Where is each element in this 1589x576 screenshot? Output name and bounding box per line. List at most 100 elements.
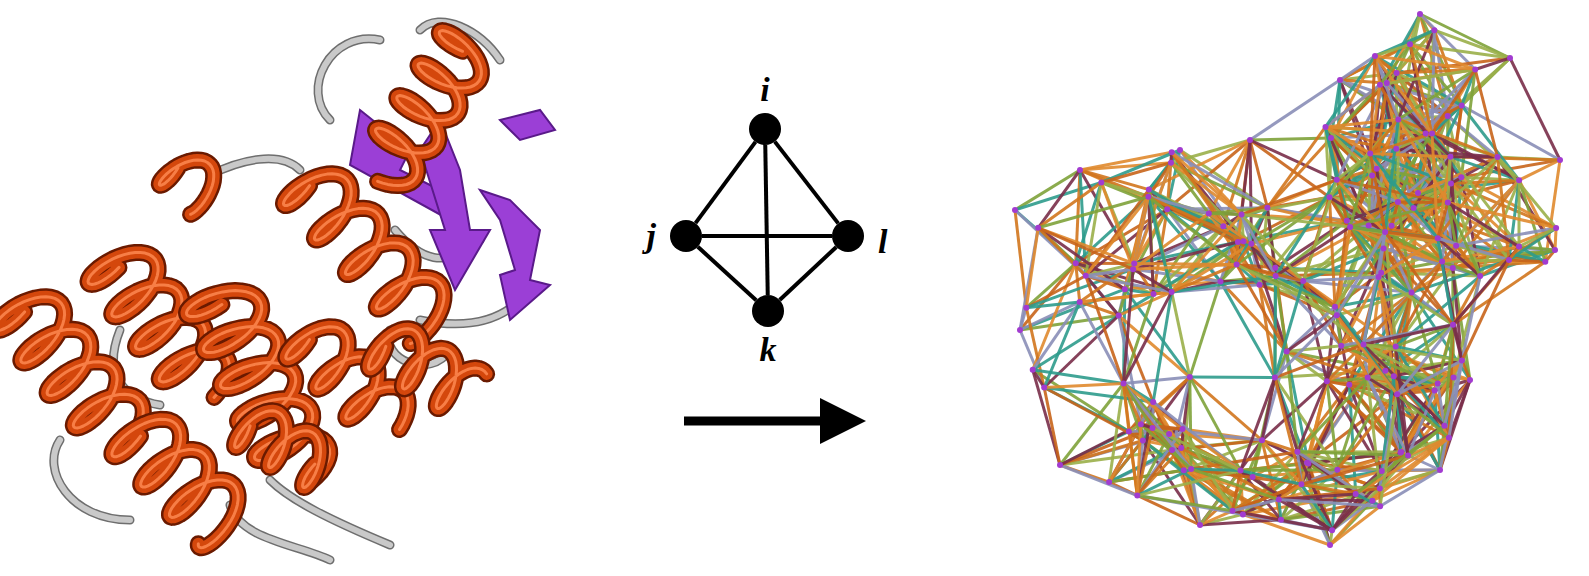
residue-vertex: [1329, 527, 1335, 533]
contact-edge: [1397, 361, 1462, 395]
contact-edge: [1432, 30, 1434, 133]
contact-edge: [1275, 345, 1364, 378]
residue-vertex: [1417, 11, 1423, 17]
residue-vertex: [1409, 290, 1415, 296]
arrow-head: [820, 398, 866, 444]
contact-edge: [1448, 203, 1519, 247]
residue-vertex: [1431, 27, 1437, 33]
residue-vertex: [1445, 200, 1451, 206]
contact-edge: [1190, 377, 1191, 469]
residue-vertex: [1257, 282, 1263, 288]
residue-vertex: [1122, 286, 1128, 292]
residue-vertex: [1327, 542, 1333, 548]
contact-edge: [1148, 197, 1171, 292]
residue-vertex: [1169, 289, 1175, 295]
residue-vertex: [1542, 259, 1548, 265]
edge-line: [775, 142, 838, 224]
contact-edge: [1448, 203, 1556, 228]
residue-vertex: [1187, 374, 1193, 380]
contact-edge: [1379, 238, 1438, 277]
residue-vertex: [1379, 468, 1385, 474]
beta-strand: [480, 190, 550, 320]
contact-edge: [1518, 180, 1521, 246]
residue-vertex: [1145, 194, 1151, 200]
residue-vertex: [1367, 150, 1373, 156]
residue-vertex: [1077, 299, 1083, 305]
helix-shine: [0, 297, 143, 442]
helix-outline: [235, 411, 321, 488]
vertex-label: k: [760, 333, 777, 367]
contact-edge: [1237, 244, 1252, 265]
residue-vertex: [1450, 265, 1456, 271]
contact-edge: [1153, 428, 1241, 471]
contact-edge: [1453, 325, 1462, 361]
residue-vertex: [1516, 244, 1522, 250]
vertex-label: i: [760, 73, 769, 107]
residue-vertex: [1305, 461, 1311, 467]
tetra-edge: [775, 142, 838, 224]
contact-edge: [1279, 500, 1281, 520]
residue-vertex: [1382, 229, 1388, 235]
residue-vertex: [1405, 453, 1411, 459]
contact-edge: [1370, 134, 1432, 154]
tetra-edge: [702, 236, 832, 237]
contact-edge: [1356, 438, 1449, 494]
contact-edge: [1044, 388, 1060, 466]
residue-vertex: [1012, 207, 1018, 213]
residue-vertex: [1439, 259, 1445, 265]
contact-edge: [1301, 456, 1408, 485]
contact-edge: [1448, 157, 1451, 203]
residue-vertex: [1121, 381, 1127, 387]
vertex-dot: k: [752, 295, 784, 327]
residue-vertex: [1284, 349, 1290, 355]
helix-outline: [284, 174, 445, 344]
contact-edge: [1148, 197, 1236, 265]
residue-vertex: [1241, 238, 1247, 244]
contact-edge: [1141, 424, 1191, 469]
edge-line: [702, 234, 832, 238]
contact-edge: [1475, 70, 1497, 158]
contact-edge: [1330, 197, 1336, 307]
contact-edge: [1326, 56, 1376, 127]
contact-edge: [1080, 302, 1124, 384]
contact-edge: [1133, 197, 1148, 269]
residue-vertex: [1140, 438, 1146, 444]
contact-edge: [1124, 384, 1192, 469]
contact-edge: [1370, 153, 1438, 238]
contact-edge: [1519, 228, 1556, 247]
residue-vertex: [1300, 278, 1306, 284]
contact-edge: [1237, 265, 1304, 282]
contact-edge: [1086, 197, 1149, 276]
contact-edge: [1275, 315, 1337, 377]
residue-vertex: [1116, 313, 1122, 319]
residue-vertex: [1366, 223, 1372, 229]
residue-vertex: [1398, 450, 1404, 456]
residue-vertex: [1477, 273, 1483, 279]
helix-outline: [376, 31, 482, 186]
residue-vertex: [1272, 375, 1278, 381]
contact-edge: [1335, 307, 1397, 395]
contact-edge: [1364, 262, 1443, 345]
contact-edge: [1237, 265, 1337, 316]
residue-vertex: [1098, 180, 1104, 186]
residue-vertex: [1459, 103, 1465, 109]
residue-vertex: [1472, 67, 1478, 73]
contact-edge: [1301, 484, 1332, 530]
residue-vertex: [1467, 377, 1473, 383]
residue-vertex: [1437, 467, 1443, 473]
residue-vertex: [1323, 124, 1329, 130]
residue-vertex: [1451, 374, 1457, 380]
contact-edge: [1475, 58, 1510, 70]
helix-shine: [369, 329, 487, 409]
alpha-helix: [0, 297, 143, 442]
residue-vertex: [1415, 190, 1421, 196]
contact-edge: [1456, 228, 1556, 246]
coil-outline: [270, 480, 390, 545]
residue-vertex: [1218, 278, 1224, 284]
residue-vertex: [1206, 211, 1212, 217]
residue-vertex: [1235, 239, 1241, 245]
helix-shine: [376, 31, 482, 186]
helix-outline: [0, 297, 143, 442]
tetra-edge: [765, 145, 767, 295]
contact-edge: [1026, 308, 1044, 388]
